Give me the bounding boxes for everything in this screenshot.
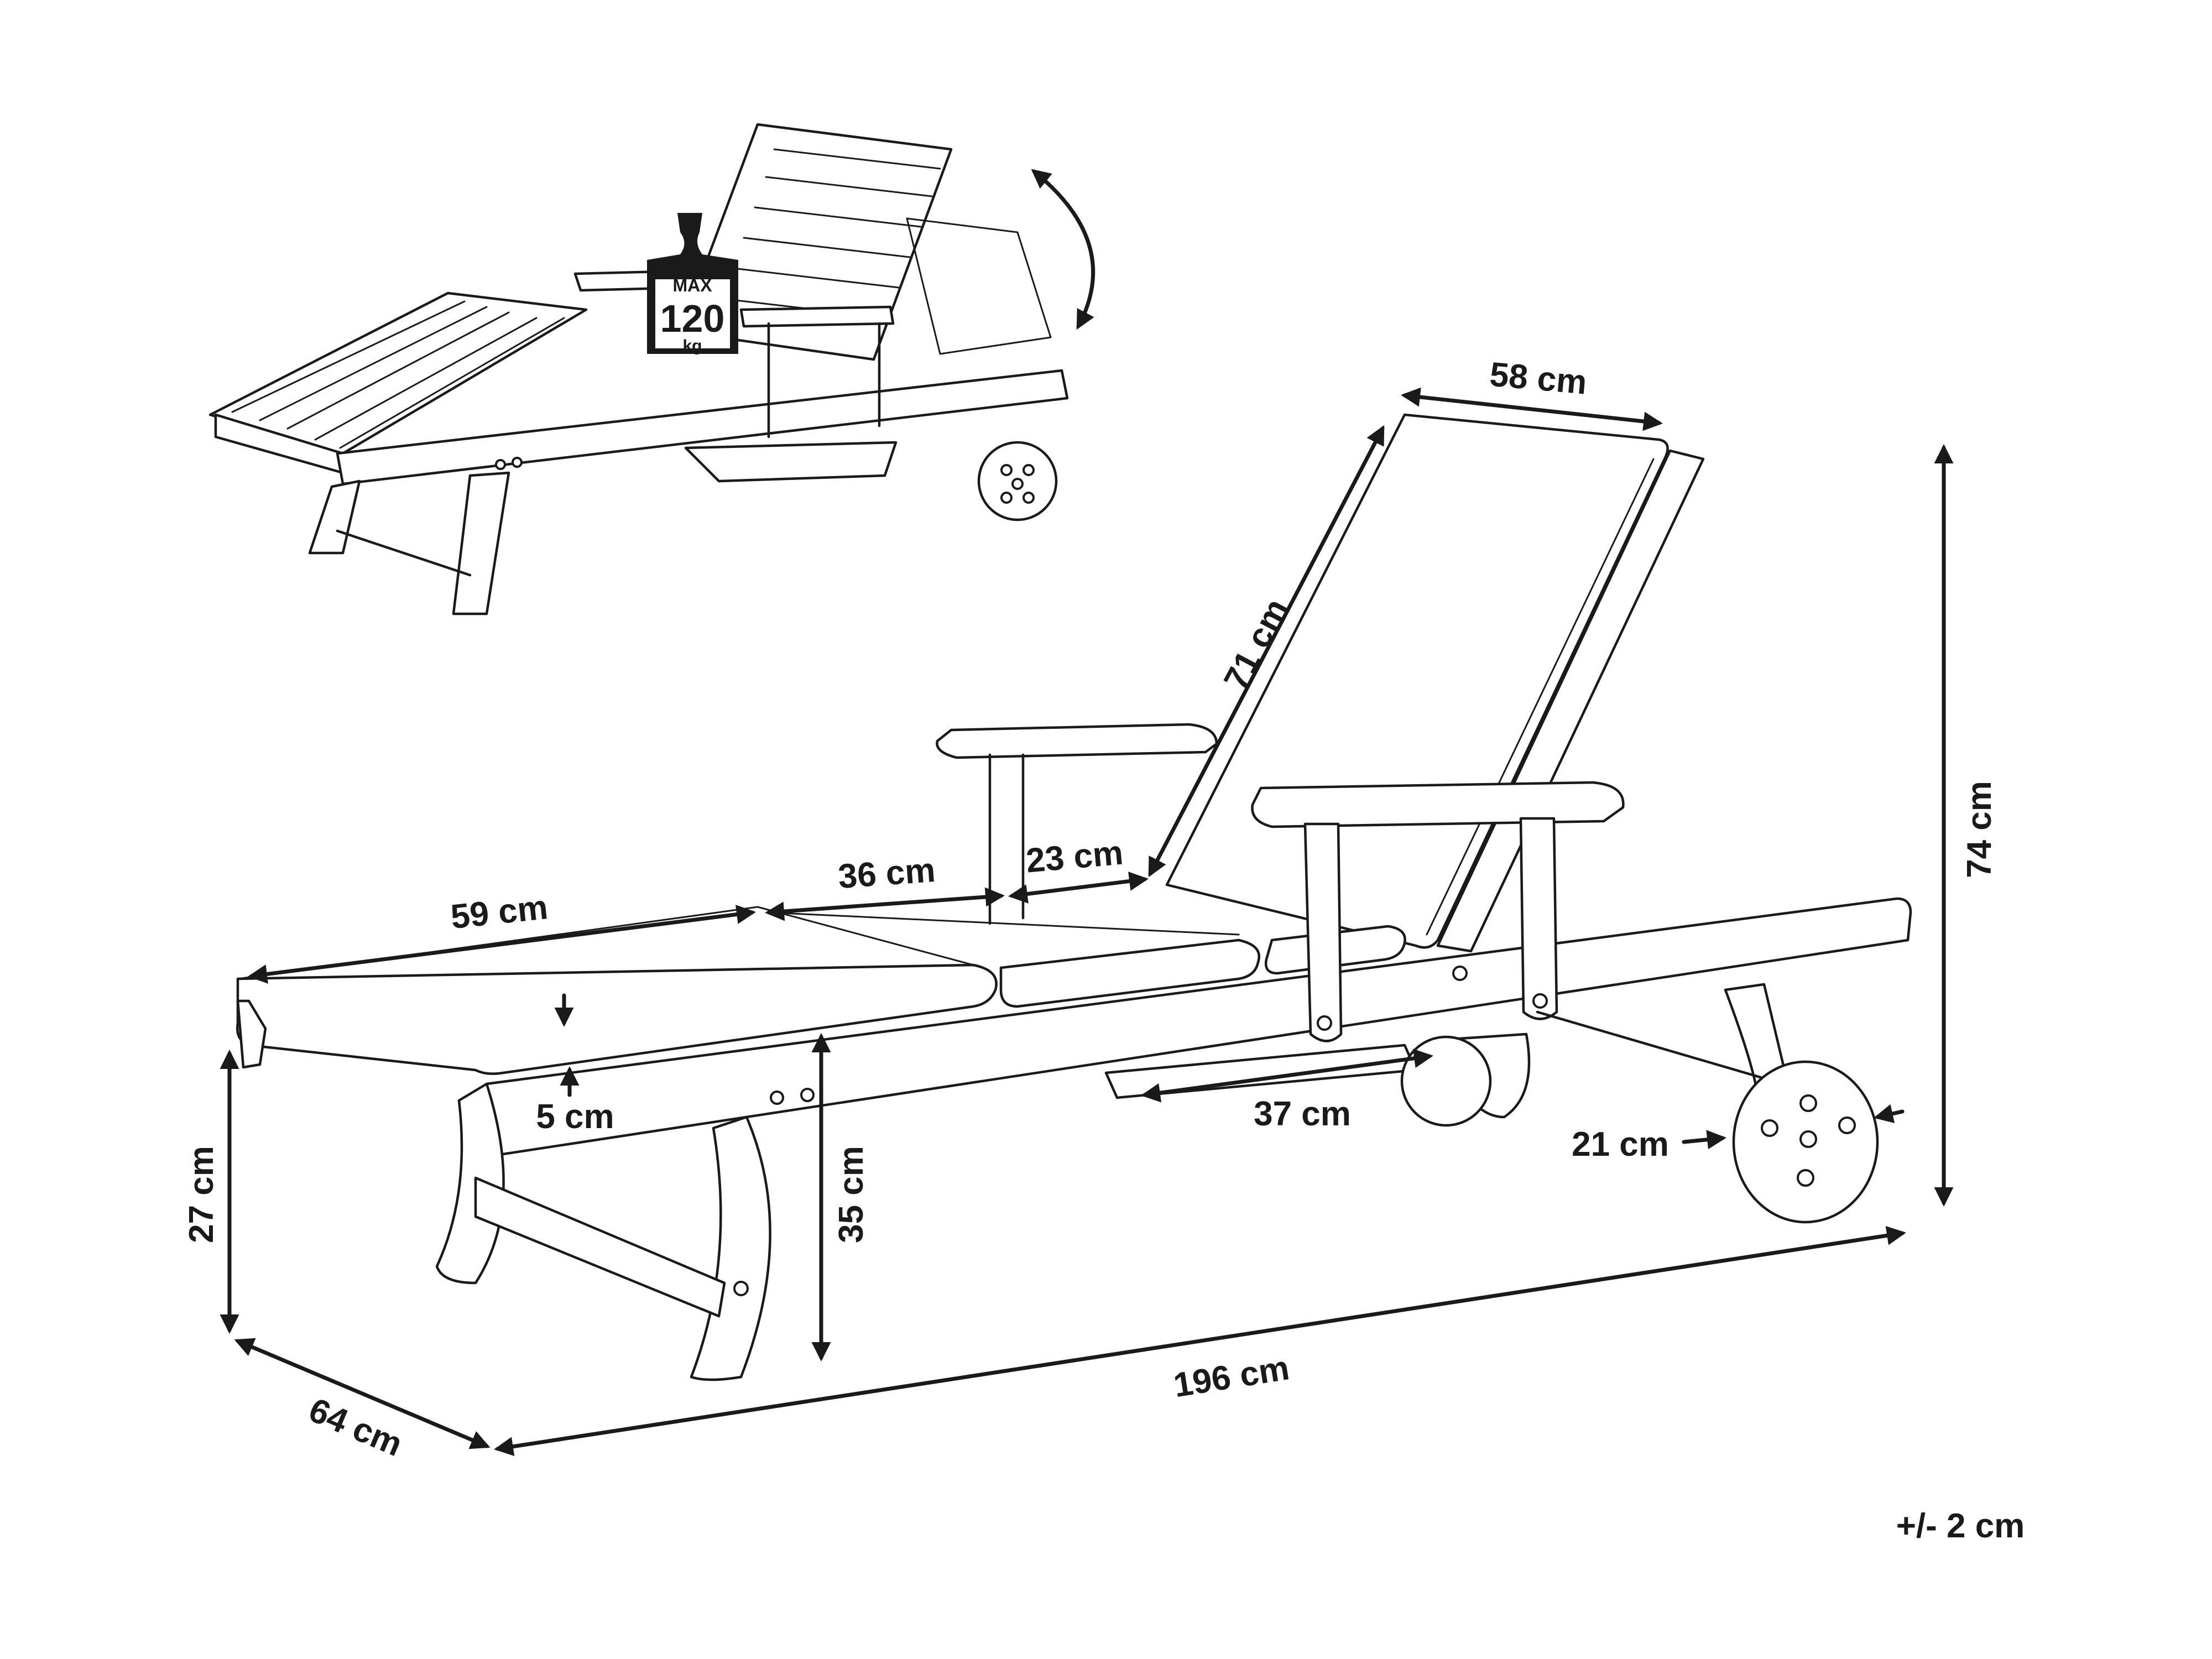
small-backrest-lowered [906,217,1052,355]
small-armrest-right [739,305,895,328]
wheel-bolt [1799,1094,1817,1112]
label-cushion-thickness: 5 cm [536,1098,614,1136]
small-backrest-slats [721,148,941,319]
armrest-right-post-front [1303,822,1343,1042]
armrest-bolt [1532,993,1548,1009]
small-wheel-bolt [1000,492,1013,504]
dim-line-seat-length [248,905,756,984]
weight-value: 120 [660,297,725,340]
label-tray: 37 cm [1254,1095,1351,1133]
armrest-right-post-back [1519,817,1558,1020]
cushion-top-edge [768,911,1240,936]
label-width: 64 cm [304,1391,408,1464]
dim-line-tray [1141,1048,1433,1103]
small-tray [684,441,898,483]
wheel-bolt [1797,1169,1814,1187]
small-side-rail [336,369,1069,486]
label-seat-height: 35 cm [832,1146,870,1243]
small-seat-slat-lines [231,300,565,449]
wheel-bolt [1799,1130,1817,1148]
dim-line-backrest-length [1148,425,1385,878]
small-wheel-bolt [1000,464,1013,476]
wheel-bolt [1761,1119,1778,1137]
dim-line-width [234,1338,491,1449]
foot-frame-end [236,999,267,1069]
dim-line-backrest-width [1401,387,1663,431]
label-total-length: 196 cm [1171,1349,1292,1405]
dim-line-gap [1008,872,1149,904]
label-leg-height: 27 cm [182,1146,221,1243]
rail-bolt [1452,966,1468,981]
dim-line-middle [765,887,1005,921]
armrest-bolt [1317,1015,1332,1031]
armrest-left [936,723,1218,759]
small-wheel-bolt [1022,464,1035,476]
weight-unit: kg [682,337,702,355]
armrest-right [1251,781,1625,828]
recline-arrow [1031,169,1095,330]
dim-line-total-length [494,1225,1906,1457]
backrest-frame [1436,449,1705,953]
wheel-inner [1400,1035,1492,1127]
label-wheel: 21 cm [1572,1125,1669,1164]
max-weight-badge: MAX 120 kg [647,213,738,355]
leg-bolt [733,1281,749,1296]
seat-cushion-middle [999,938,1260,1008]
dim-line-wheel-left [1682,1130,1726,1150]
leg-crossbar [474,1176,726,1318]
leg-front-left [435,1082,505,1285]
label-tolerance: +/- 2 cm [1896,1507,2025,1545]
small-frame-bolt [495,459,506,470]
leg-front-right [690,1115,771,1381]
small-wheel-bolt [1022,492,1035,504]
backrest-seam [1426,458,1655,936]
dimension-lines [220,387,1954,1457]
label-middle: 36 cm [837,851,936,896]
small-leg-front-left [308,479,361,555]
small-leg-front-right [452,471,510,615]
label-backrest-width: 58 cm [1488,356,1588,402]
weight-max-label: MAX [672,275,712,295]
small-leg-crossbar [336,529,472,577]
label-total-height: 74 cm [1960,781,1999,878]
small-armrest-posts [767,322,881,439]
dim-line-wheel-right [1874,1104,1905,1124]
weight-label-bg [655,279,730,348]
rail-bolt [800,1088,815,1102]
label-seat-length: 59 cm [449,888,550,936]
rail-bolt [770,1091,784,1105]
wheel-bolt [1838,1117,1856,1134]
small-lounger-illustration [208,123,1069,615]
small-wheel-bolt [1011,478,1024,490]
back-crossbar [1536,1010,1766,1080]
small-frame-bolt [512,457,523,468]
label-gap: 23 cm [1025,834,1125,880]
